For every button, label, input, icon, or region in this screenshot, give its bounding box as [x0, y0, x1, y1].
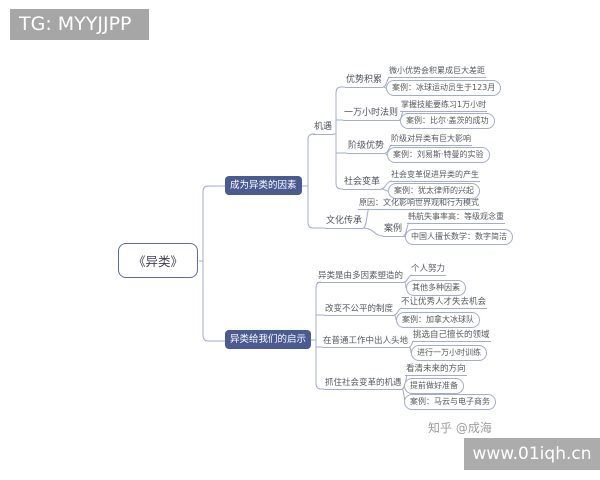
root-topic: 《异类》 — [118, 243, 198, 278]
point-other-factors: 其他多种因素 — [406, 280, 466, 296]
case-korean-air: 韩航失事率高：等级观念重 — [407, 212, 505, 224]
branch-insights: 异类给我们的启示 — [225, 330, 312, 349]
url-watermark: www.01iqh.cn — [464, 438, 600, 470]
point-see-future-direction: 看清未来的方向 — [405, 364, 467, 376]
branch-factors: 成为异类的因素 — [225, 176, 302, 195]
case-hockey-players: 案例：冰球运动员生于123月 — [386, 80, 502, 96]
subtopic-social-change: 社会变革 — [343, 177, 382, 190]
topic-opportunity: 机遇 — [313, 122, 334, 135]
point-culture-reason: 原因：文化影响世界观和行为模式 — [358, 198, 480, 210]
subtopic-ten-thousand-hours: 一万小时法则 — [343, 108, 400, 121]
case-bill-gates: 案例：比尔·盖茨的成功 — [400, 113, 495, 129]
topic-change-unfair-system: 改变不公平的制度 — [324, 304, 395, 316]
topic-seize-social-change: 抓住社会变革的机遇 — [324, 378, 403, 390]
point-class-advantage: 阶级对异类有巨大影响 — [390, 134, 472, 146]
point-pick-strength-field: 挑选自己擅长的领域 — [412, 330, 491, 342]
subtopic-advantage: 优势积累 — [345, 75, 384, 88]
zhihu-watermark: 知乎 @成海 — [428, 421, 492, 435]
point-ten-thousand-hours: 掌握技能要练习1万小时 — [400, 100, 488, 112]
subtopic-culture-cases: 案例 — [383, 224, 404, 237]
case-chinese-math: 中国人擅长数学：数字简洁 — [405, 229, 513, 245]
point-prepare-in-advance: 提前做好准备 — [404, 378, 464, 394]
case-canada-hockey: 案例：加拿大冰球队 — [396, 312, 480, 328]
tg-banner: TG: MYYJJPP — [10, 9, 149, 40]
point-keep-talent: 不让优秀人才失去机会 — [400, 297, 488, 309]
subtopic-class-advantage: 阶级优势 — [347, 141, 386, 154]
case-terman-experiment: 案例：刘易斯·特曼的实验 — [387, 147, 490, 163]
case-jack-ma-ecommerce: 案例：马云与电子商务 — [404, 394, 496, 410]
point-social-change: 社会变革促进异类的产生 — [390, 170, 480, 182]
point-train-ten-thousand-hours: 进行一万小时训练 — [411, 345, 487, 361]
case-jewish-lawyers: 案例：犹太律师的兴起 — [388, 183, 480, 199]
point-personal-effort: 个人努力 — [410, 264, 447, 276]
topic-culture: 文化传承 — [325, 216, 364, 229]
point-advantage: 微小优势会积累成巨大差距 — [388, 66, 486, 78]
topic-standout-ordinary-work: 在普通工作中出人头地 — [322, 336, 410, 348]
topic-shaped-by-factors: 异类是由多因素塑造的 — [317, 271, 405, 283]
